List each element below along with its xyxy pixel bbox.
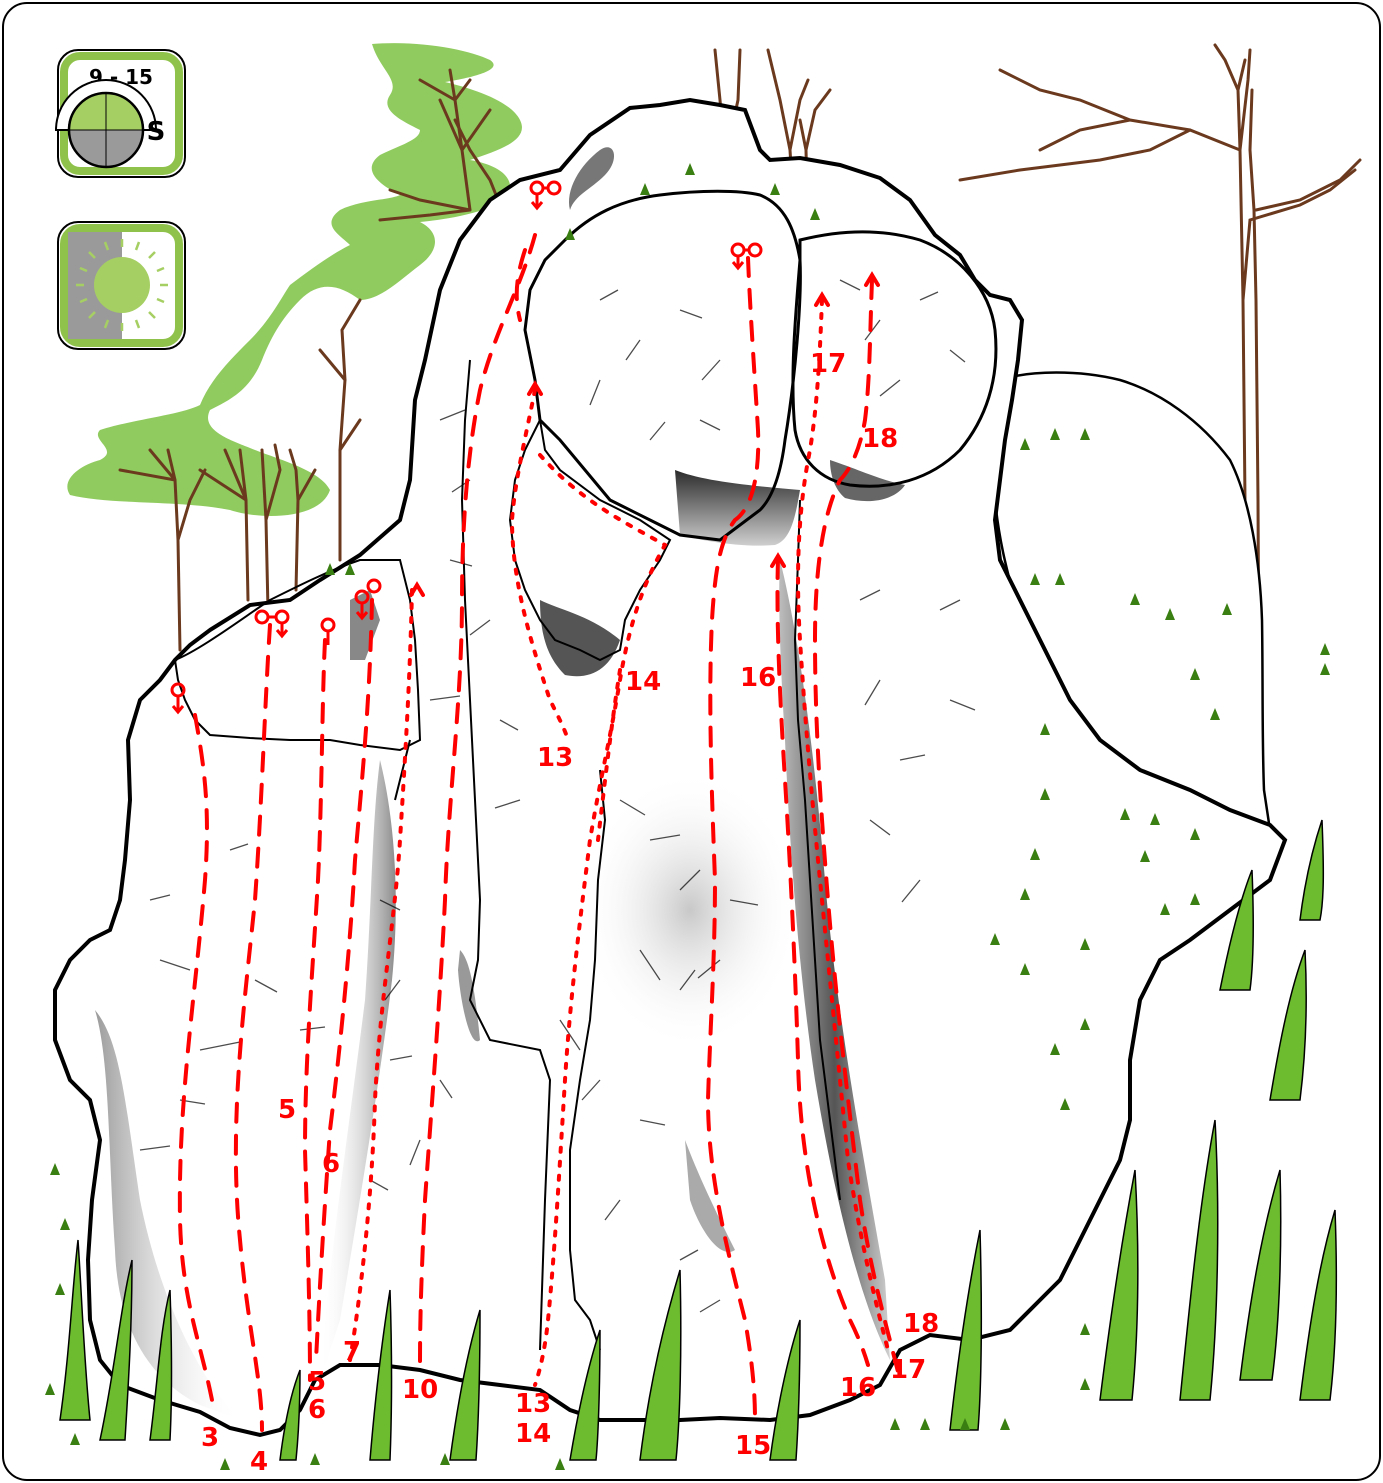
route-label-6-top: 6	[322, 1149, 340, 1179]
route-label-10: 10	[402, 1375, 438, 1405]
route-label-14-bottom: 14	[515, 1419, 551, 1449]
sun-badge	[58, 222, 185, 349]
route-label-14-top: 14	[625, 667, 661, 697]
orientation-badge: 9 - 15 S	[56, 50, 185, 177]
route-label-17-bottom: 17	[890, 1355, 926, 1385]
orientation-label: S	[147, 117, 166, 147]
route-label-15: 15	[735, 1431, 771, 1461]
route-label-16-top: 16	[740, 663, 776, 693]
route-label-16-bottom: 16	[840, 1373, 876, 1403]
route-label-13-top: 13	[537, 743, 573, 773]
route-label-18-top: 18	[862, 424, 898, 454]
route-label-13-bottom: 13	[515, 1389, 551, 1419]
route-label-17-top: 17	[810, 349, 846, 379]
route-label-5-top: 5	[278, 1095, 296, 1125]
route-label-3: 3	[201, 1423, 219, 1453]
route-label-6-bottom: 6	[308, 1395, 326, 1425]
route-label-18-bottom: 18	[903, 1309, 939, 1339]
route-label-7: 7	[343, 1337, 361, 1367]
route-label-4: 4	[250, 1447, 268, 1477]
route-label-5-bottom: 5	[308, 1367, 326, 1397]
